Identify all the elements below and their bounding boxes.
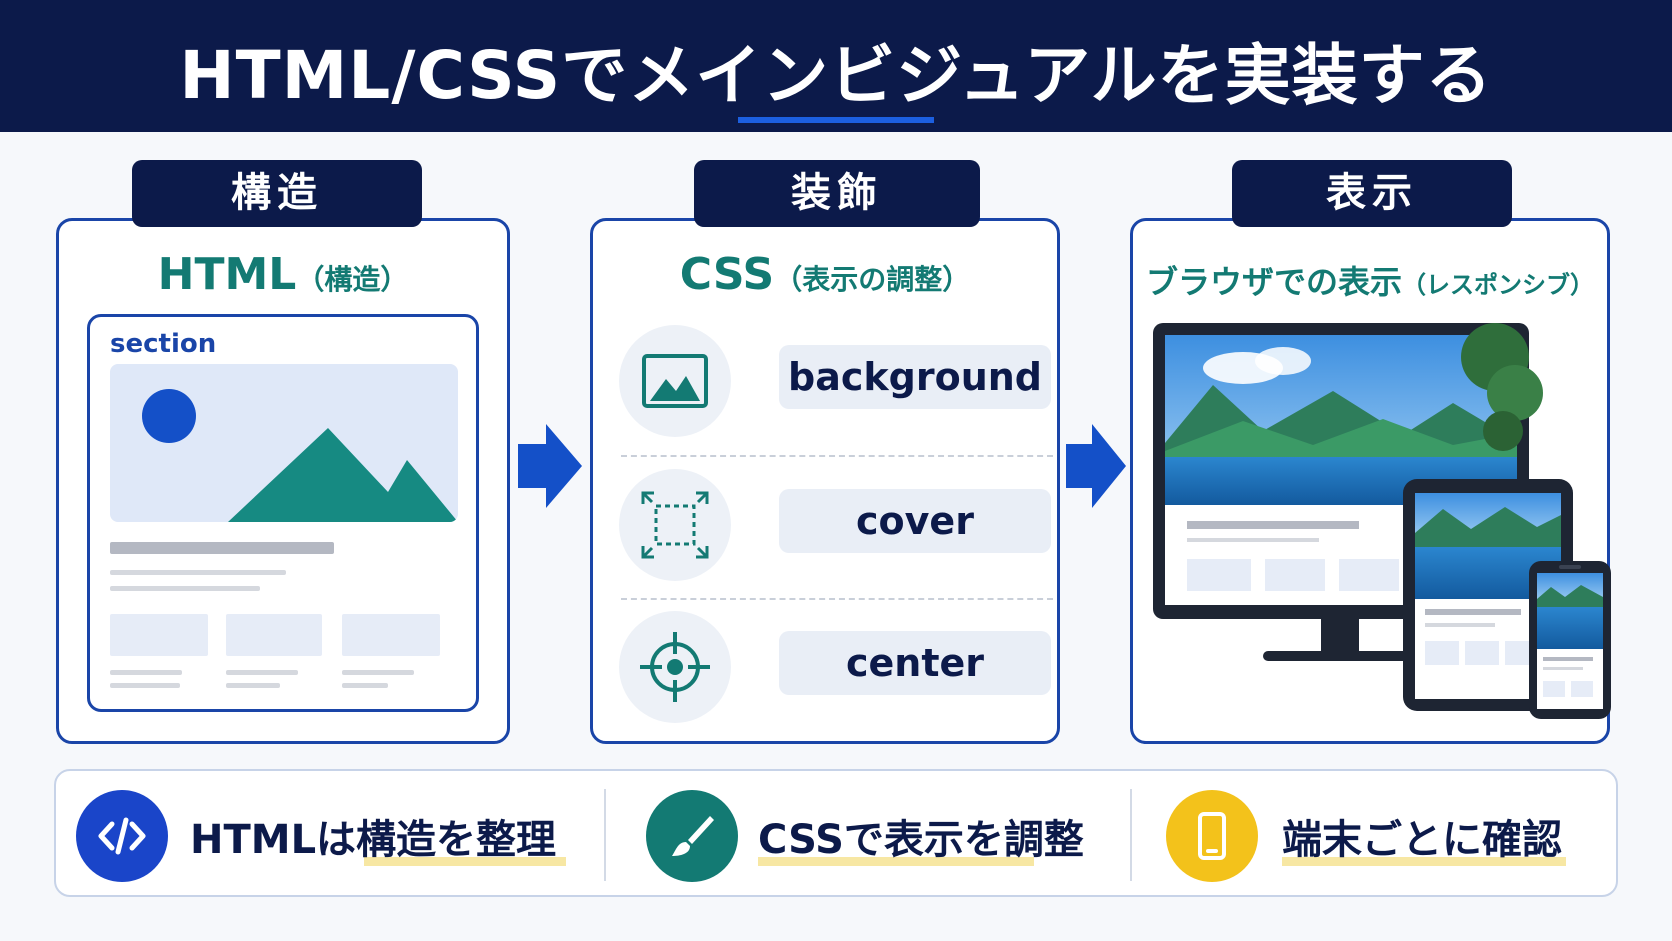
wireframe-text-line [110,586,260,591]
arrow-right-icon [518,424,582,508]
smartphone-icon [1198,812,1226,860]
tab-structure: 構造 [132,160,422,227]
wireframe-section: section [87,314,479,712]
title-underline [738,117,934,123]
wireframe-text-line [226,683,280,688]
css-property-label: center [779,631,1051,695]
divider [621,455,1053,457]
brush-icon [672,816,714,856]
wireframe-text-line [342,670,414,675]
tab-display: 表示 [1232,160,1512,227]
code-icon-badge [76,790,168,882]
page-title: HTML/CSSでメインビジュアルを実装する [179,37,1493,114]
wireframe-card [226,614,322,656]
summary-text: CSSで表示を調整 [758,817,1084,863]
css-property-center: center [619,607,1051,725]
panel-html-title-main: HTML [157,249,297,300]
css-property-cover: cover [619,465,1051,583]
summary-text: 端末ごとに確認 [1282,817,1562,863]
expand-icon-badge [619,469,731,581]
summary-item-html: HTMLは構造を整理 [56,771,576,899]
image-icon [642,354,708,408]
arrow-right-icon [1066,424,1126,508]
panel-browser-title-sub: （レスポンシブ） [1402,271,1594,299]
header-banner: HTML/CSSでメインビジュアルを実装する [0,0,1672,132]
expand-icon [641,491,709,559]
crosshair-icon-badge [619,611,731,723]
crosshair-icon [640,632,710,702]
divider [1130,789,1132,881]
wireframe-text-line [110,670,182,675]
css-property-background: background [619,321,1051,439]
panel-css: CSS（表示の調整） background cover [590,218,1060,744]
text-highlight [758,857,1034,866]
wireframe-hero-image [110,364,458,522]
panel-browser: ブラウザでの表示（レスポンシブ） [1130,218,1611,744]
panel-browser-title-main: ブラウザでの表示 [1145,263,1402,301]
divider [621,598,1053,600]
wireframe-card [342,614,440,656]
mountain-icon [228,428,458,522]
wireframe-card [110,614,208,656]
summary-text: HTMLは構造を整理 [190,817,557,863]
panel-browser-title: ブラウザでの表示（レスポンシブ） [1133,257,1607,303]
panel-css-title: CSS（表示の調整） [593,249,1057,300]
panel-html-title-sub: （構造） [296,263,409,296]
smartphone-illustration-icon [1529,561,1611,719]
panel-css-title-sub: （表示の調整） [774,263,971,296]
responsive-devices-illustration [1153,323,1611,719]
desktop-monitor-icon [1153,323,1543,661]
panel-html-title: HTML（構造） [59,249,507,300]
code-icon [98,817,146,855]
image-icon-badge [619,325,731,437]
summary-item-device: 端末ごとに確認 [1146,771,1616,899]
panel-css-title-main: CSS [679,249,775,300]
wireframe-text-line [110,570,286,575]
brush-icon-badge [646,790,738,882]
smartphone-icon-badge [1166,790,1258,882]
text-highlight [364,857,566,866]
wireframe-text-line [342,683,388,688]
css-property-label: cover [779,489,1051,553]
wireframe-section-label: section [110,329,217,359]
tab-decoration: 装飾 [694,160,980,227]
summary-bar: HTMLは構造を整理 CSSで表示を調整 端末ごとに確認 [54,769,1618,897]
panel-html: HTML（構造） section [56,218,510,744]
summary-item-css: CSSで表示を調整 [616,771,1084,899]
css-property-label: background [779,345,1051,409]
divider [604,789,606,881]
wireframe-text-line [110,683,180,688]
text-highlight [1282,857,1566,866]
wireframe-text-line [226,670,298,675]
sun-icon [142,389,196,443]
wireframe-heading-bar [110,542,334,554]
